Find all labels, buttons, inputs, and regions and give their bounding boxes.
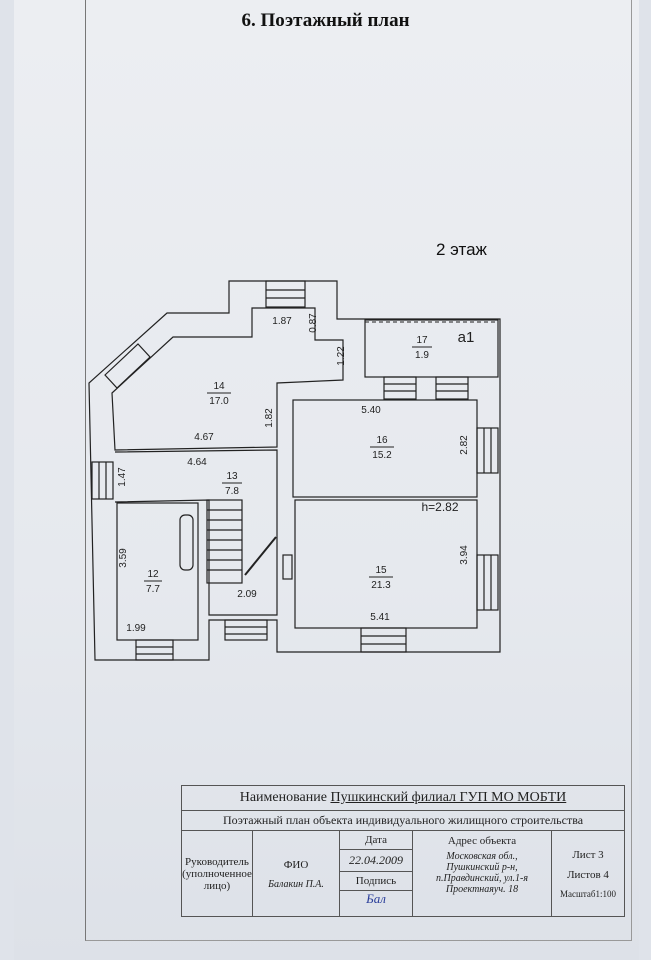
- dim-2.82: 2.82: [459, 435, 470, 455]
- room-16-area: 15.2: [372, 450, 392, 461]
- sheet-number: Лист 3: [572, 849, 604, 861]
- date-label: Дата: [340, 831, 412, 850]
- room-13-number: 13: [226, 471, 238, 482]
- room-16-number: 16: [376, 435, 388, 446]
- room-13-outline: [114, 449, 278, 616]
- scale: Масштаб1:100: [559, 889, 617, 899]
- dim-3.59: 3.59: [118, 548, 129, 568]
- organization-name: Пушкинский филиал ГУП МО МОБТИ: [330, 790, 567, 805]
- role-cell: Руководитель (уполноченное лицо): [182, 831, 253, 917]
- room-15-outline: [294, 499, 478, 629]
- dim-0.87: 0.87: [308, 313, 319, 333]
- signature-label: Подпись: [340, 872, 412, 891]
- dim-1.47: 1.47: [117, 467, 128, 487]
- room-17-outline: [364, 319, 499, 378]
- signature: Бал: [340, 891, 412, 907]
- room-12-area: 7.7: [146, 584, 160, 595]
- room-17-number: 17: [416, 335, 428, 346]
- sheets-total: Листов 4: [567, 869, 609, 881]
- annex-label: a1: [458, 329, 475, 346]
- dim-3.94: 3.94: [459, 545, 470, 565]
- dim-2.09: 2.09: [237, 589, 257, 600]
- address-cell: Адрес объекта Московская обл., Пушкински…: [413, 831, 552, 917]
- bathtub: [179, 514, 194, 571]
- page-frame: [85, 0, 632, 941]
- room-14-number: 14: [213, 381, 225, 392]
- room-15-number: 15: [375, 565, 387, 576]
- dim-5.40: 5.40: [361, 405, 381, 416]
- windows: [91, 280, 499, 661]
- floor-label: 2 этаж: [436, 240, 487, 259]
- dim-1.22: 1.22: [336, 346, 347, 366]
- stairs: [206, 499, 243, 584]
- dim-1.82: 1.82: [264, 408, 275, 428]
- room-16-outline: [292, 399, 478, 498]
- room-14-outline: [111, 307, 344, 451]
- address-value: Московская обл., Пушкинский р-н, п.Правд…: [435, 851, 529, 895]
- fio-value: Балакин П.А.: [268, 878, 324, 890]
- document-sheet: [14, 0, 639, 960]
- fio-cell: ФИО Балакин П.А.: [253, 831, 340, 917]
- address-label: Адрес объекта: [447, 835, 517, 847]
- room-15-area: 21.3: [371, 580, 391, 591]
- room-12-number: 12: [147, 569, 159, 580]
- fio-label: ФИО: [283, 858, 309, 871]
- date-cell: Дата 22.04.2009 Подпись Бал: [340, 831, 413, 917]
- room-17-area: 1.9: [415, 350, 429, 361]
- dim-5.41: 5.41: [370, 612, 390, 623]
- dim-4.67: 4.67: [194, 432, 214, 443]
- date-value: 22.04.2009: [340, 850, 412, 872]
- room-13-area: 7.8: [225, 486, 239, 497]
- document-title: Поэтажный план объекта индивидуального ж…: [182, 811, 624, 831]
- name-label: Наименование: [239, 790, 327, 805]
- title-block: Наименование Пушкинский филиал ГУП МО МО…: [181, 785, 625, 917]
- ceiling-height: h=2.82: [421, 500, 458, 514]
- organization-row: Наименование Пушкинский филиал ГУП МО МО…: [182, 786, 624, 811]
- page-title: 6. Поэтажный план: [241, 10, 410, 31]
- dim-1.87: 1.87: [272, 316, 292, 327]
- signature-text: Бал: [366, 891, 386, 906]
- sheet-cell: Лист 3 Листов 4 Масштаб1:100: [552, 831, 624, 917]
- dim-4.64: 4.64: [187, 457, 207, 468]
- role-label: Руководитель (уполноченное лицо): [182, 856, 252, 892]
- room-14-area: 17.0: [209, 396, 229, 407]
- dim-1.99: 1.99: [126, 623, 146, 634]
